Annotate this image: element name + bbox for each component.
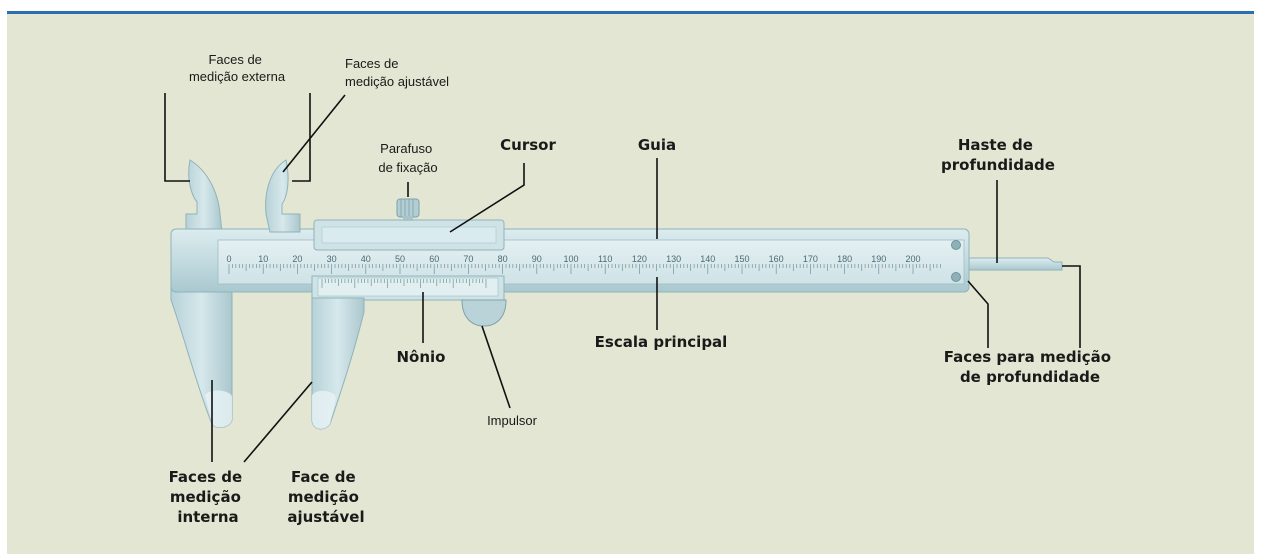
locking-screw [396,198,420,221]
main-scale-numbers: 0 10 20 30 40 50 60 70 80 90 100 110 120 130 140 150 160… [226,254,920,264]
main-scale-number: 130 [666,254,681,264]
sliding-outer-jaw [265,159,301,233]
main-scale-number: 100 [563,254,578,264]
main-scale-number: 150 [734,254,749,264]
label-vernier: Nônio [397,348,446,366]
main-scale-number: 20 [292,254,302,264]
vernier-ticks [321,279,487,288]
label-thumb-push: Impulsor [487,413,538,428]
label-inner-faces: Faces de medição interna [169,468,248,526]
main-scale-number: 160 [769,254,784,264]
main-scale-number: 50 [395,254,405,264]
label-guide: Guia [638,136,676,154]
main-scale-number: 40 [361,254,371,264]
main-scale-number: 60 [429,254,439,264]
main-scale-number: 180 [837,254,852,264]
depth-rod [968,257,1063,271]
main-scale-number: 30 [327,254,337,264]
label-depth-rod: Haste de profundidade [941,136,1055,174]
main-scale-number: 200 [905,254,920,264]
thumb-push [461,299,507,327]
main-scale-number: 140 [700,254,715,264]
main-scale-number: 80 [498,254,508,264]
main-scale-number: 170 [803,254,818,264]
main-scale-number: 110 [598,254,612,264]
main-scale-number: 90 [532,254,542,264]
main-scale-number: 190 [871,254,886,264]
main-scale-number: 70 [463,254,473,264]
labels: Faces de medição externa Faces de mediçã… [169,52,1117,526]
label-locking-screw: Parafuso de fixação [378,141,437,175]
fixed-outer-jaw [185,159,223,233]
label-outer-faces: Faces de medição externa [189,52,286,84]
label-adjustable-faces-top: Faces de medição ajustável [345,56,449,89]
label-cursor: Cursor [500,136,556,154]
label-main-scale: Escala principal [595,333,728,351]
main-scale-number: 10 [258,254,268,264]
label-depth-faces: Faces para medição de profundidade [944,348,1117,386]
caliper-body [170,159,1063,430]
leader-lines [164,93,1081,463]
main-scale-number: 120 [632,254,647,264]
main-scale-ticks [228,264,941,274]
label-adjustable-face-bottom: Face de medição ajustável [287,468,364,526]
main-scale-number: 0 [226,254,231,264]
